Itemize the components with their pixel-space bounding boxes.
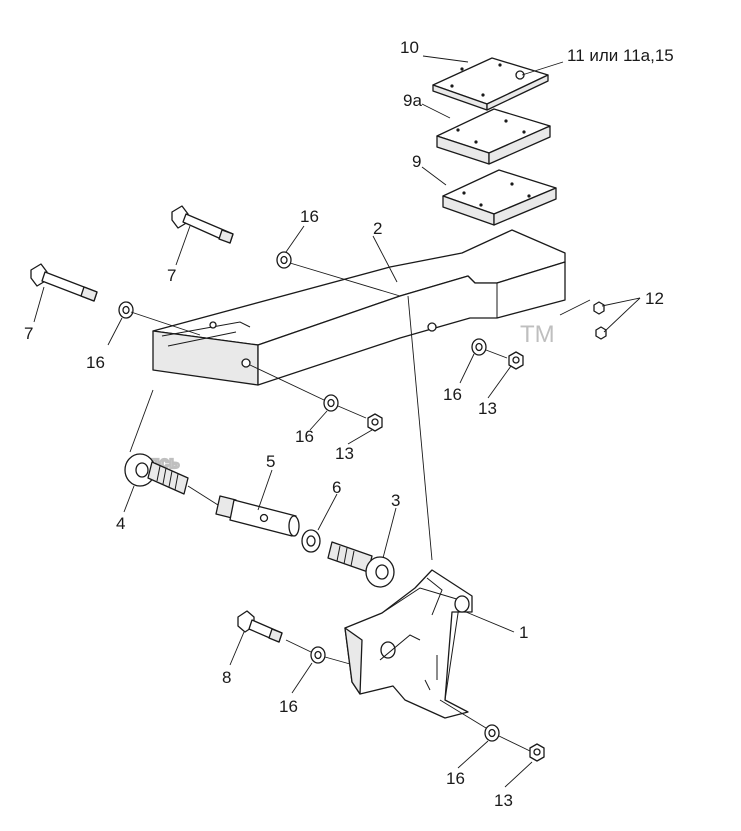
label-sleeve: 5	[266, 452, 275, 471]
bolt-7-top	[171, 205, 234, 244]
rod-end-3	[327, 541, 395, 588]
label-washer-bottom-left: 16	[279, 697, 298, 716]
label-bolt-top: 7	[167, 266, 176, 285]
watermark-tm: TM	[520, 321, 555, 348]
bolt-7-left	[30, 263, 98, 302]
beam-2	[152, 229, 566, 386]
label-washer-mid: 16	[295, 427, 314, 446]
nut-13-bottom	[529, 743, 545, 762]
label-top-plate-alt: 11 или 11а,15	[567, 46, 674, 65]
nut-13-mid	[367, 413, 383, 432]
sleeve-5	[215, 495, 300, 537]
leader-lines	[33, 55, 641, 788]
label-nut-bottom: 13	[494, 791, 513, 810]
label-nut-mid: 13	[335, 444, 354, 463]
label-bracket: 1	[519, 623, 528, 642]
label-nut-right: 13	[478, 399, 497, 418]
label-washer-left: 16	[86, 353, 105, 372]
label-nuts-right: 12	[645, 289, 664, 308]
label-bolt-left: 7	[24, 324, 33, 343]
label-beam: 2	[373, 219, 382, 238]
plate-9	[442, 169, 557, 226]
label-rod-end-left: 4	[116, 514, 125, 533]
bracket-1	[344, 569, 473, 719]
washer-16-mid	[323, 394, 339, 412]
nut-13-right	[508, 351, 524, 370]
washer-16-bottom-left	[310, 646, 326, 664]
rod-end-4	[124, 453, 189, 495]
label-lower-plate: 9	[412, 152, 421, 171]
nuts-12	[593, 301, 607, 340]
washer-16-top	[276, 251, 292, 269]
label-washer-top: 16	[300, 207, 319, 226]
washer-16-bottom-right	[484, 724, 500, 742]
callouts: 10 11 или 11а,15 9а 9 2 16 7 7 16 12 16 …	[24, 38, 674, 810]
label-top-plate: 10	[400, 38, 419, 57]
washer-16-left	[118, 301, 134, 319]
washer-16-right	[471, 338, 487, 356]
plate-10	[432, 57, 549, 111]
bolt-8	[237, 610, 283, 643]
label-washer-6: 6	[332, 478, 341, 497]
label-bolt-bottom: 8	[222, 668, 231, 687]
label-washer-right: 16	[443, 385, 462, 404]
plate-9a	[436, 108, 551, 165]
label-rod-end-right: 3	[391, 491, 400, 510]
label-washer-bottom-right: 16	[446, 769, 465, 788]
washer-6	[301, 529, 321, 553]
label-middle-plate: 9а	[403, 91, 422, 110]
